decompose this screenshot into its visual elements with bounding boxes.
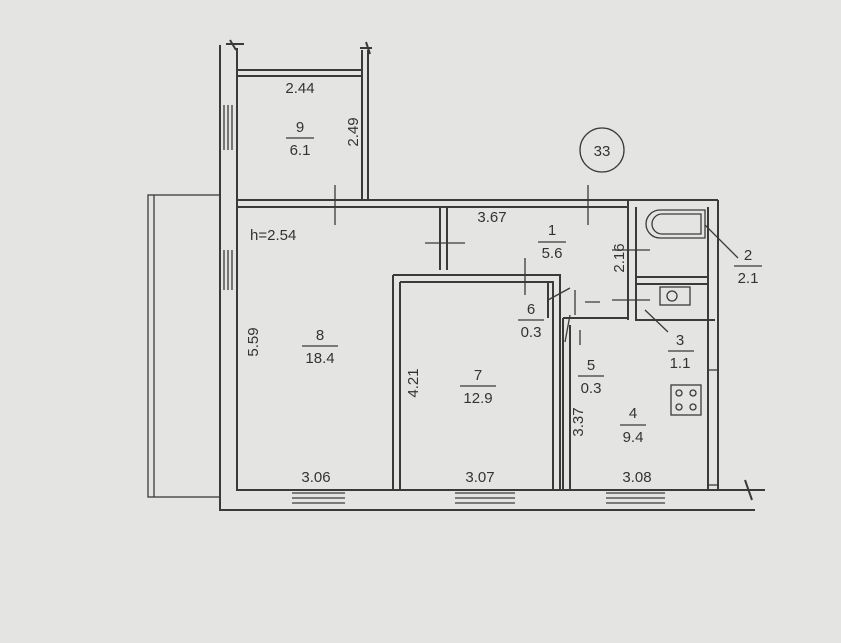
svg-text:3.07: 3.07 [465,469,494,486]
apartment-number-circle [579,127,625,173]
svg-text:1: 1 [548,222,556,239]
svg-text:3.06: 3.06 [301,469,330,486]
svg-text:0.3: 0.3 [521,324,542,341]
svg-text:2.49: 2.49 [345,117,362,146]
radiator-icon [707,369,719,486]
apartment-number: 33 [594,143,611,160]
svg-text:2.44: 2.44 [285,80,314,97]
svg-text:2: 2 [744,247,752,264]
svg-text:4.21: 4.21 [405,368,422,397]
svg-text:1.1: 1.1 [670,355,691,372]
svg-text:3: 3 [676,332,684,349]
toilet-icon [659,286,691,306]
svg-text:8: 8 [316,327,324,344]
svg-text:18.4: 18.4 [305,350,334,367]
bathtub-icon [645,209,706,239]
svg-text:12.9: 12.9 [463,390,492,407]
walls [219,39,765,511]
svg-text:2.16: 2.16 [611,243,628,272]
svg-text:5: 5 [587,357,595,374]
svg-text:9.4: 9.4 [623,429,644,446]
room-labels: 1 5.6 2 2.1 3 1.1 4 9.4 5 0.3 6 0.3 7 12… [286,119,762,446]
svg-text:9: 9 [296,119,304,136]
svg-text:2.1: 2.1 [738,270,759,287]
svg-text:5.6: 5.6 [542,245,563,262]
ceiling-height: h=2.54 [250,227,296,244]
svg-text:0.3: 0.3 [581,380,602,397]
svg-text:7: 7 [474,367,482,384]
stove-icon [670,384,702,416]
dimensions: 2.44 2.49 3.67 2.16 5.59 3.06 4.21 3.07 … [245,80,652,486]
svg-text:6: 6 [527,301,535,318]
svg-text:3.37: 3.37 [570,407,587,436]
svg-text:6.1: 6.1 [290,142,311,159]
svg-text:3.08: 3.08 [622,469,651,486]
svg-text:4: 4 [629,405,637,422]
svg-text:5.59: 5.59 [245,327,262,356]
svg-text:3.67: 3.67 [477,209,506,226]
